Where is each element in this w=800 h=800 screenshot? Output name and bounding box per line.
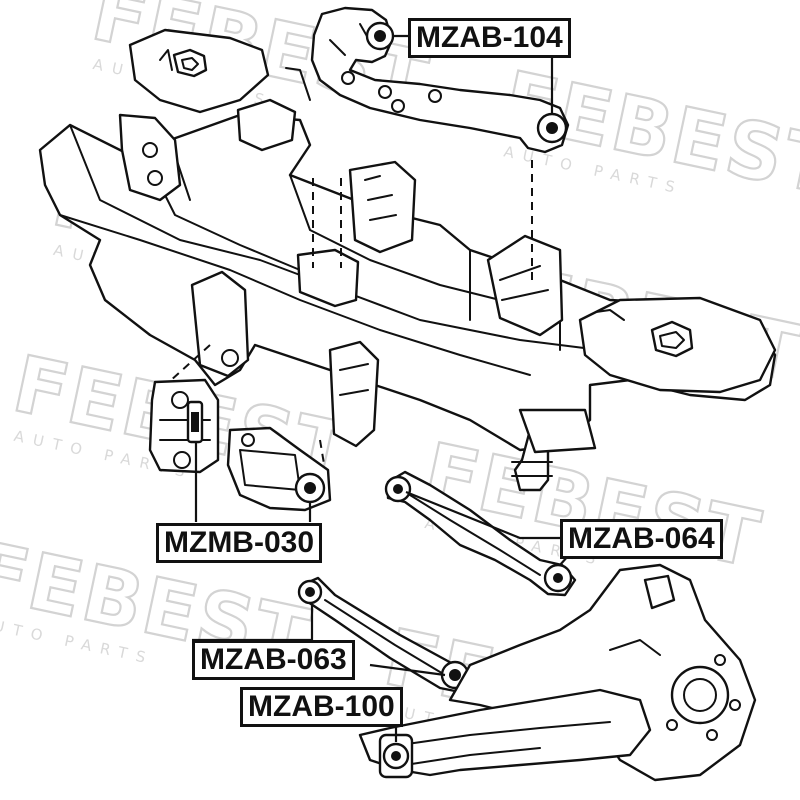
part-label-mzab-100: MZAB-100	[240, 687, 403, 727]
bushing-mzab-104-rear	[536, 112, 568, 144]
leader-line-mzab-063	[369, 663, 446, 677]
bushing-mzab-104-front	[365, 21, 395, 51]
leader-line-mzab-064	[405, 490, 564, 540]
lower-control-arm	[358, 688, 652, 777]
rear-knuckle	[448, 563, 757, 782]
left-lower-bracket	[190, 270, 250, 378]
bushing-mzab-064-outer	[543, 563, 573, 593]
part-label-mzab-104: MZAB-104	[408, 18, 571, 58]
bushing-mzab-063-front	[297, 579, 323, 605]
right-mount-plate	[578, 296, 777, 394]
center-lower-bracket	[328, 340, 380, 448]
bushing-mzmb-030	[294, 472, 326, 504]
part-label-mzmb-030: MZMB-030	[156, 523, 323, 563]
left-mount-plate	[128, 28, 270, 114]
leader-line-mzab-063	[192, 604, 314, 642]
part-label-mzab-063: MZAB-063	[192, 640, 355, 680]
part-label-mzab-064: MZAB-064	[560, 519, 723, 559]
center-upper-bracket	[348, 160, 417, 254]
rubber-mount	[148, 378, 220, 474]
left-outer-bracket	[118, 113, 182, 202]
right-upper-bracket	[486, 234, 564, 337]
bushing-mzab-064-inner	[384, 475, 412, 503]
right-lower-hanger	[511, 408, 597, 492]
left-top-strut	[236, 67, 311, 152]
